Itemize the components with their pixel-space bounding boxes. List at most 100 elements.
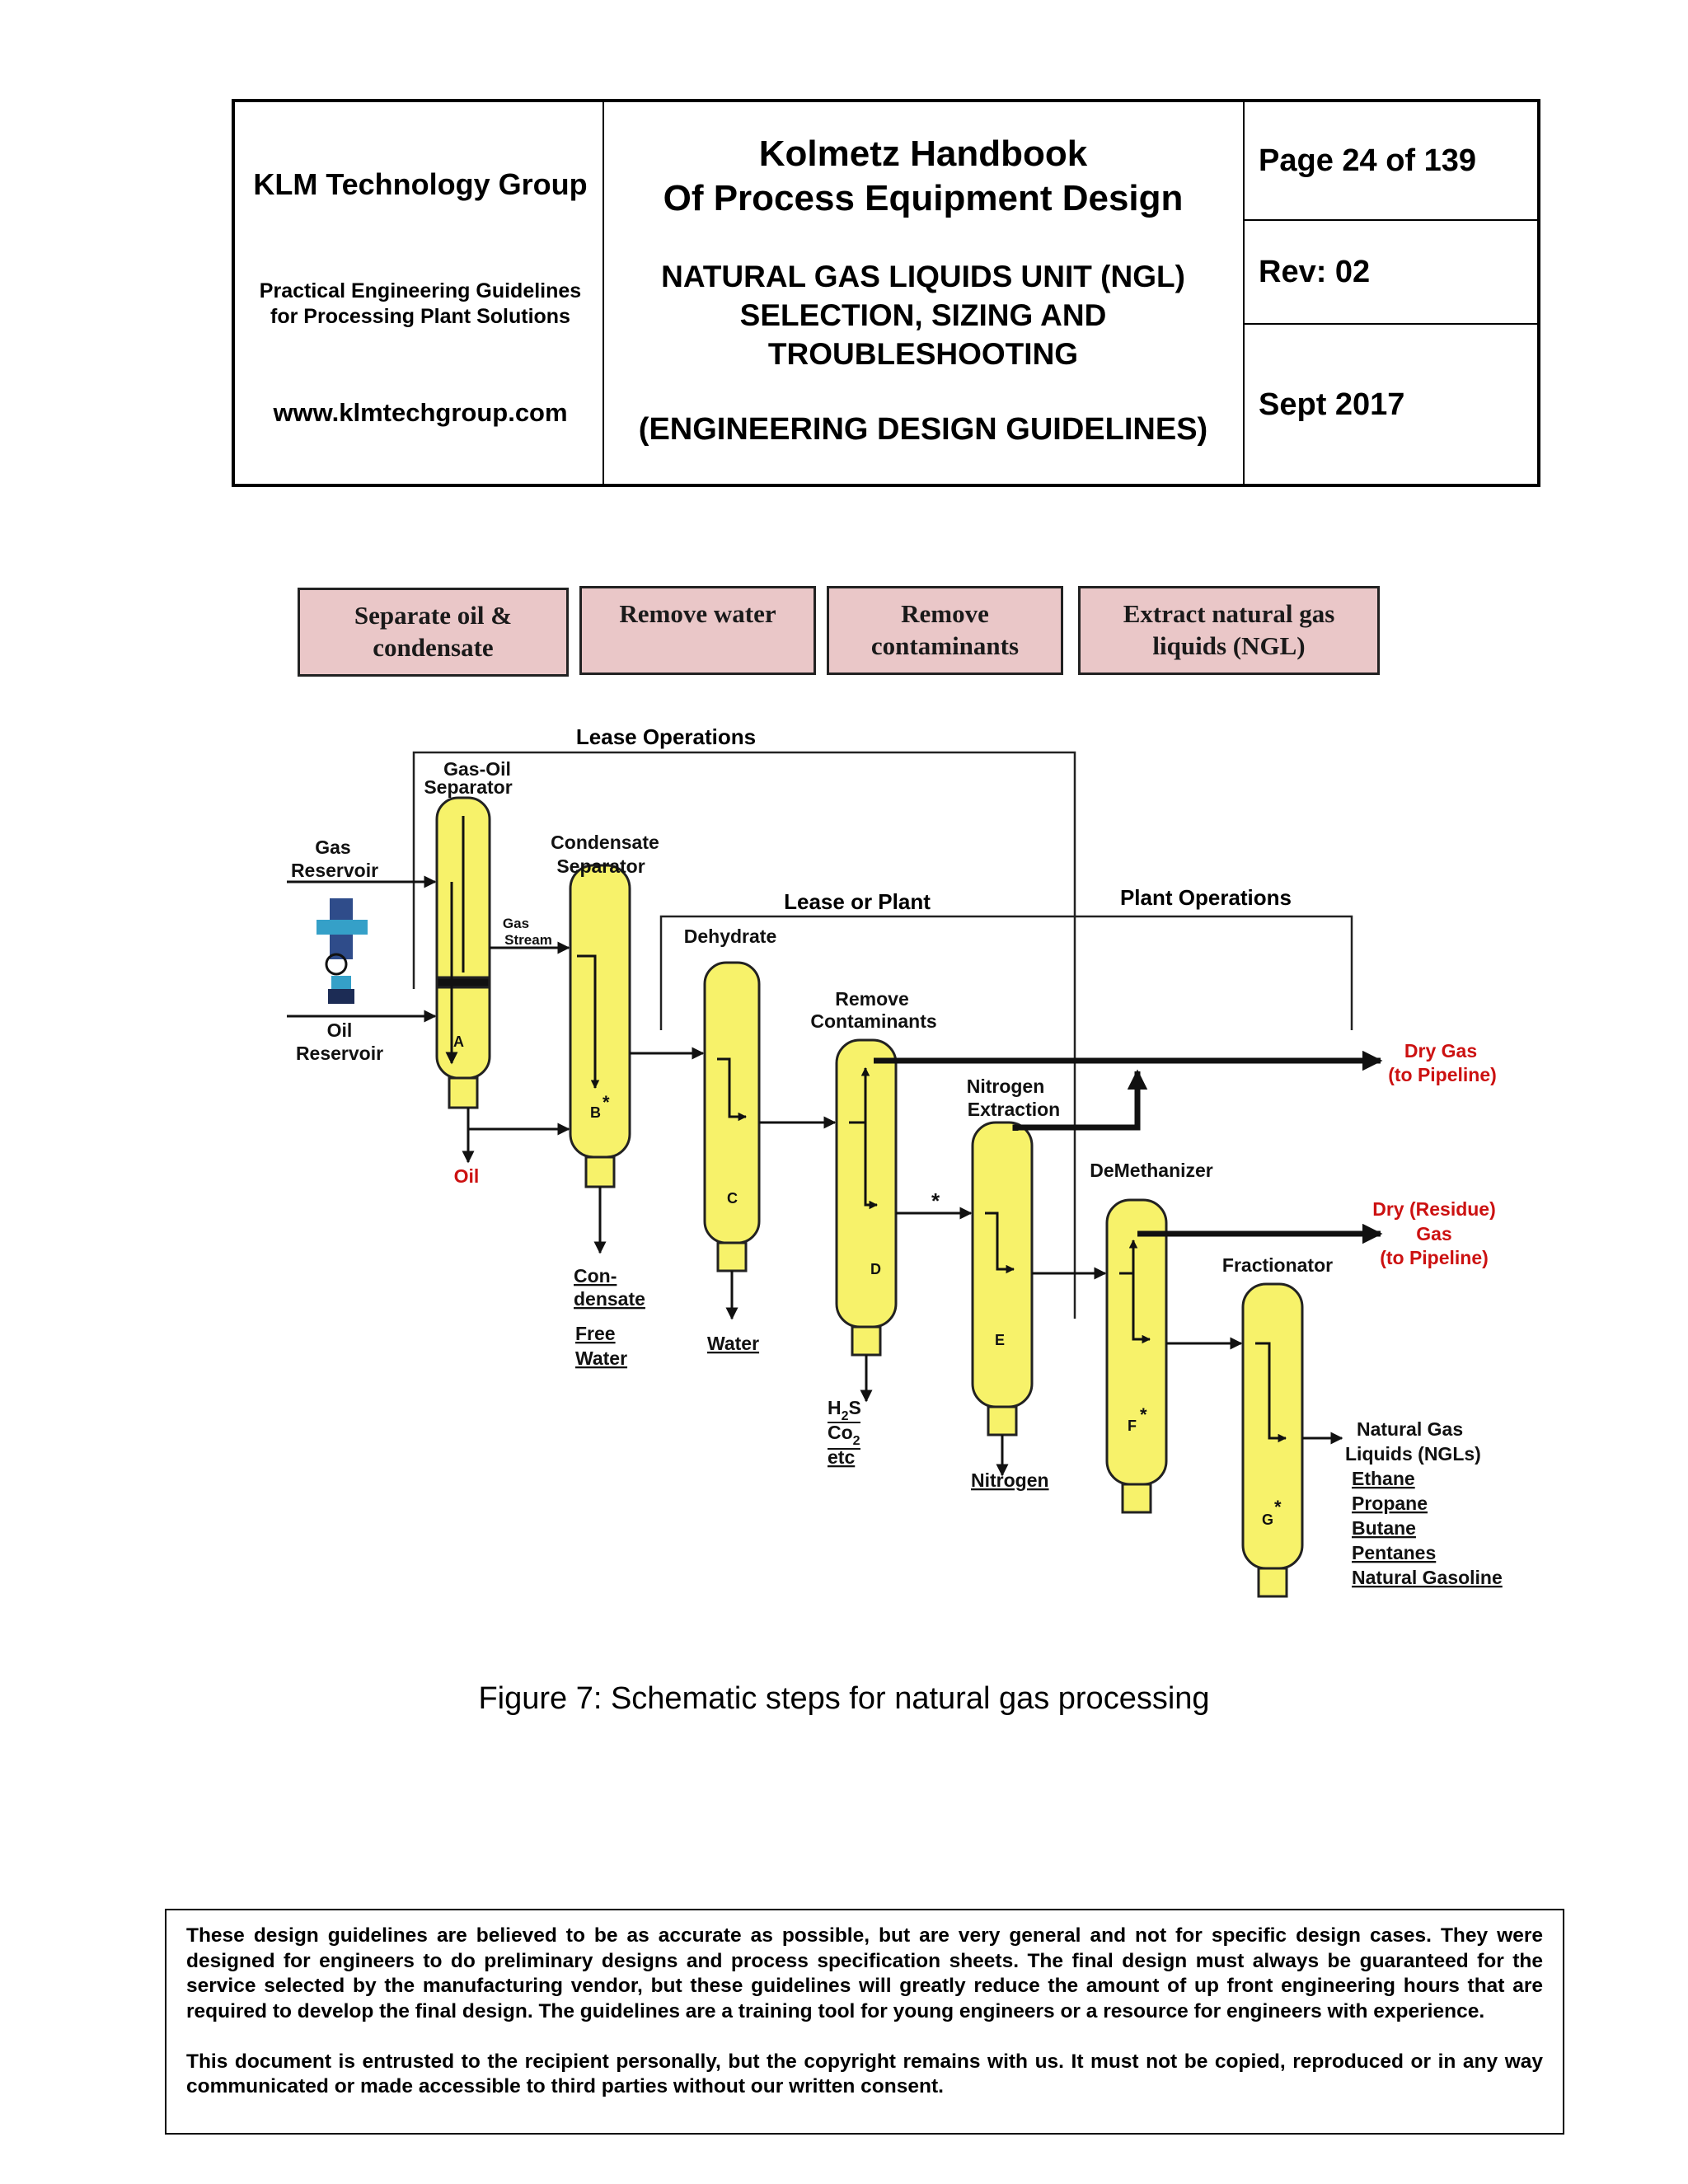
- vessel-fractionator: [1241, 1282, 1304, 1598]
- label-condensate-out: densate: [574, 1288, 645, 1310]
- company-website: www.klmtechgroup.com: [273, 398, 568, 427]
- disclaimer-box: These design guidelines are believed to …: [165, 1909, 1564, 2135]
- svg-text:H2S: H2S: [828, 1397, 861, 1423]
- label-remove-contaminants: Remove: [835, 988, 908, 1010]
- lease-or-plant-bracket: [659, 915, 1353, 1030]
- header-divider: [603, 102, 604, 484]
- header-divider: [1243, 323, 1537, 325]
- ngl-product: Natural Gasoline: [1352, 1567, 1503, 1588]
- vessel-dehydrator: [703, 961, 761, 1272]
- label-dry-gas: (to Pipeline): [1388, 1064, 1497, 1085]
- ngl-title: Liquids (NGLs): [1345, 1443, 1481, 1465]
- vessel-condensate-separator: [569, 864, 631, 1188]
- equipment-labels: Gas-Oil Separator Gas Reservoir Oil Rese…: [291, 758, 1333, 1276]
- vessel-label-f: F: [1128, 1418, 1137, 1434]
- label-dry-residue-gas: (to Pipeline): [1380, 1247, 1489, 1268]
- handbook-title-line2: Of Process Equipment Design: [663, 178, 1184, 218]
- label-nitrogen: Nitrogen: [971, 1469, 1049, 1491]
- label-gas-reservoir: Reservoir: [291, 860, 378, 881]
- vessel-letters: A B * C D E F * G * *: [453, 1033, 1282, 1528]
- outlet-labels: Con- densate Free Water Water Nitrogen: [574, 1265, 1049, 1491]
- vessel-label-d: D: [870, 1261, 881, 1277]
- svg-text:etc: etc: [828, 1446, 855, 1468]
- region-label-plant-operations: Plant Operations: [1120, 885, 1292, 910]
- label-free-water: Water: [575, 1347, 627, 1369]
- ngl-title: Natural Gas: [1357, 1418, 1463, 1440]
- page-number: Page 24 of 139: [1259, 143, 1477, 178]
- label-dry-residue-gas: Gas: [1416, 1223, 1451, 1244]
- vessels: [435, 796, 1304, 1598]
- region-label-lease-or-plant: Lease or Plant: [784, 889, 931, 914]
- star-marker: *: [603, 1092, 610, 1113]
- issue-date: Sept 2017: [1259, 387, 1405, 422]
- step-extract-ngl: Extract natural gas liquids (NGL): [1078, 586, 1380, 675]
- header-divider: [1243, 102, 1245, 484]
- label-gas-stream: Stream: [504, 932, 552, 948]
- label-oil-reservoir: Oil: [327, 1019, 353, 1041]
- doc-title-line2: SELECTION, SIZING AND: [739, 298, 1107, 332]
- doc-title-line1: NATURAL GAS LIQUIDS UNIT (NGL): [661, 260, 1185, 293]
- doc-subtitle: (ENGINEERING DESIGN GUIDELINES): [638, 412, 1208, 447]
- wellhead-icon: [316, 898, 368, 1004]
- label-contaminants-out: H2S Co2 etc: [828, 1397, 861, 1468]
- vessel-label-e: E: [995, 1332, 1005, 1348]
- figure-caption: Figure 7: Schematic steps for natural ga…: [478, 1681, 1210, 1716]
- label-remove-contaminants: Contaminants: [810, 1010, 936, 1032]
- header-table: KLM Technology Group Practical Engineeri…: [232, 99, 1540, 487]
- label-dry-gas: Dry Gas: [1404, 1040, 1477, 1062]
- step-label: Remove: [901, 599, 989, 628]
- ngl-product: Propane: [1352, 1493, 1428, 1514]
- ngl-product: Pentanes: [1352, 1542, 1436, 1563]
- lease-operations-bracket: [412, 751, 1076, 1319]
- step-label: Extract natural gas: [1123, 599, 1335, 628]
- star-marker: *: [1140, 1404, 1147, 1425]
- step-remove-water: Remove water: [579, 586, 816, 675]
- ngl-product: Butane: [1352, 1517, 1416, 1539]
- label-oil-reservoir: Reservoir: [296, 1043, 383, 1064]
- region-brackets: [412, 751, 1353, 1319]
- step-remove-contaminants: Remove contaminants: [827, 586, 1063, 675]
- ngl-product-list: Natural Gas Liquids (NGLs) Ethane Propan…: [1345, 1418, 1503, 1588]
- label-condensate-separator: Condensate: [551, 832, 659, 853]
- flow-lines: [287, 816, 1343, 1477]
- label-gas-stream: Gas: [503, 916, 529, 931]
- step-label: condensate: [373, 632, 494, 662]
- dry-gas-header: [874, 1050, 1383, 1244]
- label-dehydrate: Dehydrate: [684, 926, 776, 947]
- label-condensate-out: Con-: [574, 1265, 617, 1286]
- label-gas-reservoir: Gas: [315, 837, 350, 858]
- company-name: KLM Technology Group: [253, 167, 588, 201]
- vessel-nitrogen-extraction: [971, 1121, 1034, 1436]
- vessel-label-g: G: [1262, 1511, 1273, 1528]
- step-label: contaminants: [870, 630, 1020, 660]
- step-label: Remove water: [619, 599, 776, 628]
- step-separate-oil: Separate oil & condensate: [298, 588, 569, 677]
- vessel-label-a: A: [453, 1033, 464, 1050]
- company-tagline: Practical Engineering Guidelines for Pro…: [259, 279, 582, 329]
- label-oil-out: Oil: [454, 1165, 480, 1187]
- label-free-water: Free: [575, 1323, 616, 1344]
- star-marker: *: [1274, 1497, 1282, 1517]
- label-demethanizer: DeMethanizer: [1090, 1160, 1213, 1181]
- header-divider: [1243, 219, 1537, 221]
- label-fractionator: Fractionator: [1222, 1254, 1333, 1276]
- svg-text:Co2: Co2: [828, 1422, 860, 1448]
- vessel-label-b: B: [590, 1104, 601, 1121]
- doc-title-line3: TROUBLESHOOTING: [767, 337, 1079, 371]
- product-labels: Dry Gas (to Pipeline) Dry (Residue) Gas …: [454, 1040, 1497, 1268]
- star-marker: *: [931, 1188, 940, 1213]
- vessel-label-c: C: [727, 1190, 738, 1207]
- region-label-lease-operations: Lease Operations: [576, 724, 756, 749]
- label-gas-oil-separator: Gas-Oil: [443, 758, 511, 780]
- label-nitrogen-extraction: Nitrogen: [967, 1076, 1045, 1097]
- revision: Rev: 02: [1259, 255, 1371, 289]
- label-condensate-separator: Separator: [556, 855, 645, 877]
- ngl-product: Ethane: [1352, 1468, 1415, 1489]
- label-gas-oil-separator: Separator: [424, 776, 512, 798]
- handbook-title-line1: Kolmetz Handbook: [758, 134, 1088, 174]
- step-label: Separate oil &: [354, 601, 513, 630]
- step-label: liquids (NGL): [1152, 630, 1306, 660]
- disclaimer-paragraph: These design guidelines are believed to …: [186, 1924, 1543, 2022]
- disclaimer-paragraph: This document is entrusted to the recipi…: [186, 2050, 1543, 2098]
